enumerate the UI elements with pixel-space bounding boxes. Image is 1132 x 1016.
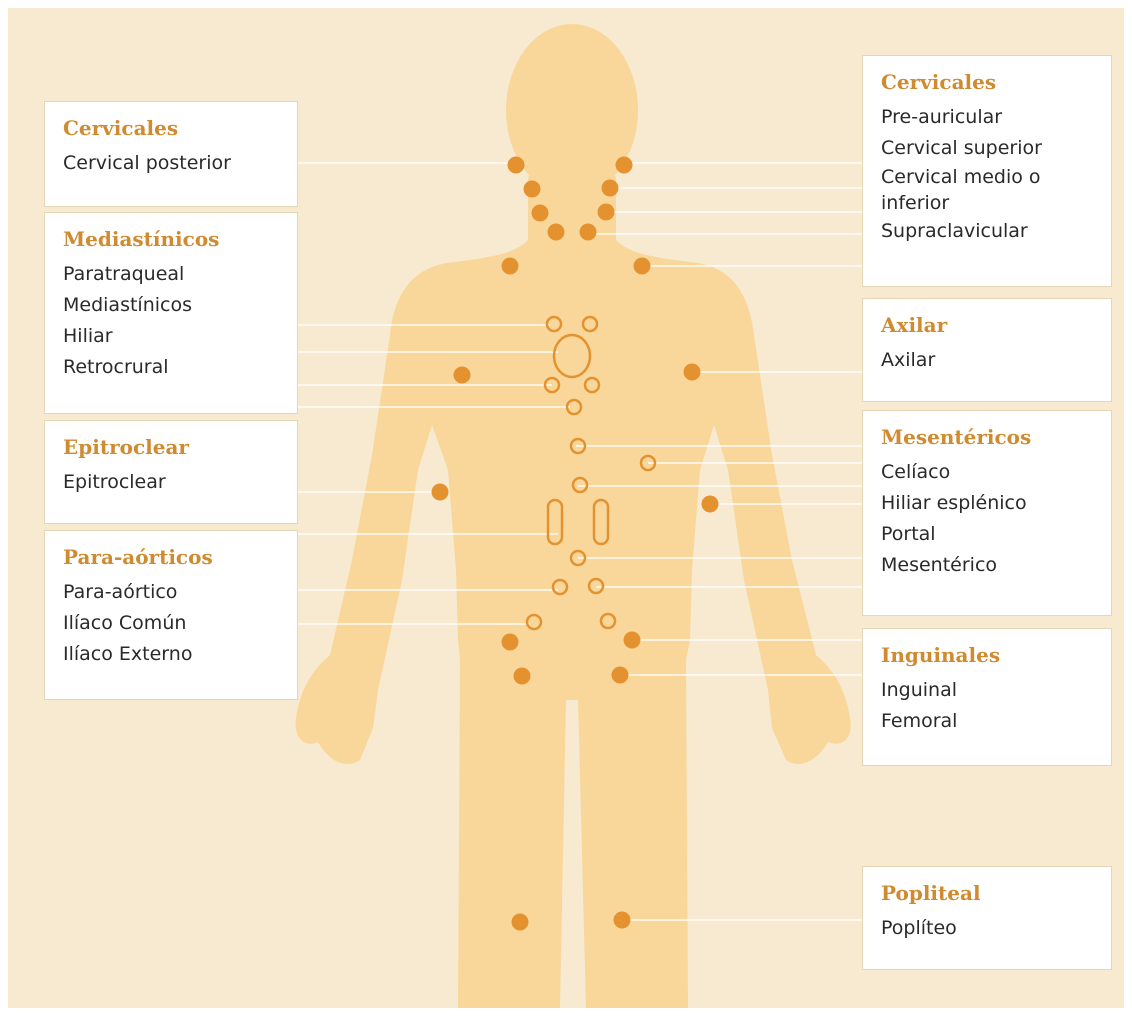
box-item: Hiliar esplénico xyxy=(881,488,1093,519)
box-mesentericos: Mesentéricos Celíaco Hiliar esplénico Po… xyxy=(862,410,1112,616)
filled-lymph-node-icon xyxy=(508,157,525,174)
box-item: Mediastínicos xyxy=(63,290,279,321)
box-inguinales: Inguinales Inguinal Femoral xyxy=(862,628,1112,766)
filled-lymph-node-icon xyxy=(612,667,629,684)
filled-lymph-node-icon xyxy=(684,364,701,381)
box-item: Inguinal xyxy=(881,675,1093,706)
filled-lymph-node-icon xyxy=(502,634,519,651)
filled-lymph-node-icon xyxy=(532,205,549,222)
box-title: Mesentéricos xyxy=(881,425,1093,449)
filled-lymph-node-icon xyxy=(616,157,633,174)
box-item: Femoral xyxy=(881,706,1093,737)
box-item: Hiliar xyxy=(63,321,279,352)
filled-lymph-node-icon xyxy=(454,367,471,384)
box-title: Popliteal xyxy=(881,881,1093,905)
box-item: Cervical medio o inferior xyxy=(881,164,1095,216)
box-title: Mediastínicos xyxy=(63,227,279,251)
filled-lymph-node-icon xyxy=(502,258,519,275)
box-axilar: Axilar Axilar xyxy=(862,298,1112,402)
box-item: Poplíteo xyxy=(881,913,1093,944)
box-item: Portal xyxy=(881,519,1093,550)
filled-lymph-node-icon xyxy=(432,484,449,501)
box-item: Supraclavicular xyxy=(881,216,1093,247)
box-title: Axilar xyxy=(881,313,1093,337)
box-title: Para-aórticos xyxy=(63,545,279,569)
box-item: Epitroclear xyxy=(63,467,279,498)
box-cervicales-right: Cervicales Pre-auricular Cervical superi… xyxy=(862,55,1112,287)
box-item: Cervical posterior xyxy=(63,148,279,179)
box-popliteal: Popliteal Poplíteo xyxy=(862,866,1112,970)
box-epitroclear: Epitroclear Epitroclear xyxy=(44,420,298,524)
filled-lymph-node-icon xyxy=(624,632,641,649)
box-para-aorticos: Para-aórticos Para-aórtico Ilíaco Común … xyxy=(44,530,298,700)
box-cervicales-left: Cervicales Cervical posterior xyxy=(44,101,298,207)
filled-lymph-node-icon xyxy=(514,668,531,685)
box-item: Paratraqueal xyxy=(63,259,279,290)
filled-lymph-node-icon xyxy=(598,204,615,221)
box-item: Ilíaco Común xyxy=(63,608,279,639)
filled-lymph-node-icon xyxy=(614,912,631,929)
box-mediastinicos: Mediastínicos Paratraqueal Mediastínicos… xyxy=(44,212,298,414)
filled-lymph-node-icon xyxy=(634,258,651,275)
box-item: Celíaco xyxy=(881,457,1093,488)
box-item: Pre-auricular xyxy=(881,102,1093,133)
box-title: Epitroclear xyxy=(63,435,279,459)
box-title: Inguinales xyxy=(881,643,1093,667)
filled-lymph-node-icon xyxy=(548,224,565,241)
filled-lymph-node-icon xyxy=(524,181,541,198)
box-title: Cervicales xyxy=(63,116,279,140)
filled-lymph-node-icon xyxy=(602,180,619,197)
box-item: Mesentérico xyxy=(881,550,1093,581)
box-item: Ilíaco Externo xyxy=(63,639,279,670)
box-item: Para-aórtico xyxy=(63,577,279,608)
filled-lymph-node-icon xyxy=(702,496,719,513)
filled-lymph-node-icon xyxy=(512,914,529,931)
human-body-silhouette xyxy=(296,24,851,1008)
box-item: Cervical superior xyxy=(881,133,1093,164)
box-item: Retrocrural xyxy=(63,352,279,383)
box-item: Axilar xyxy=(881,345,1093,376)
box-title: Cervicales xyxy=(881,70,1093,94)
filled-lymph-node-icon xyxy=(580,224,597,241)
